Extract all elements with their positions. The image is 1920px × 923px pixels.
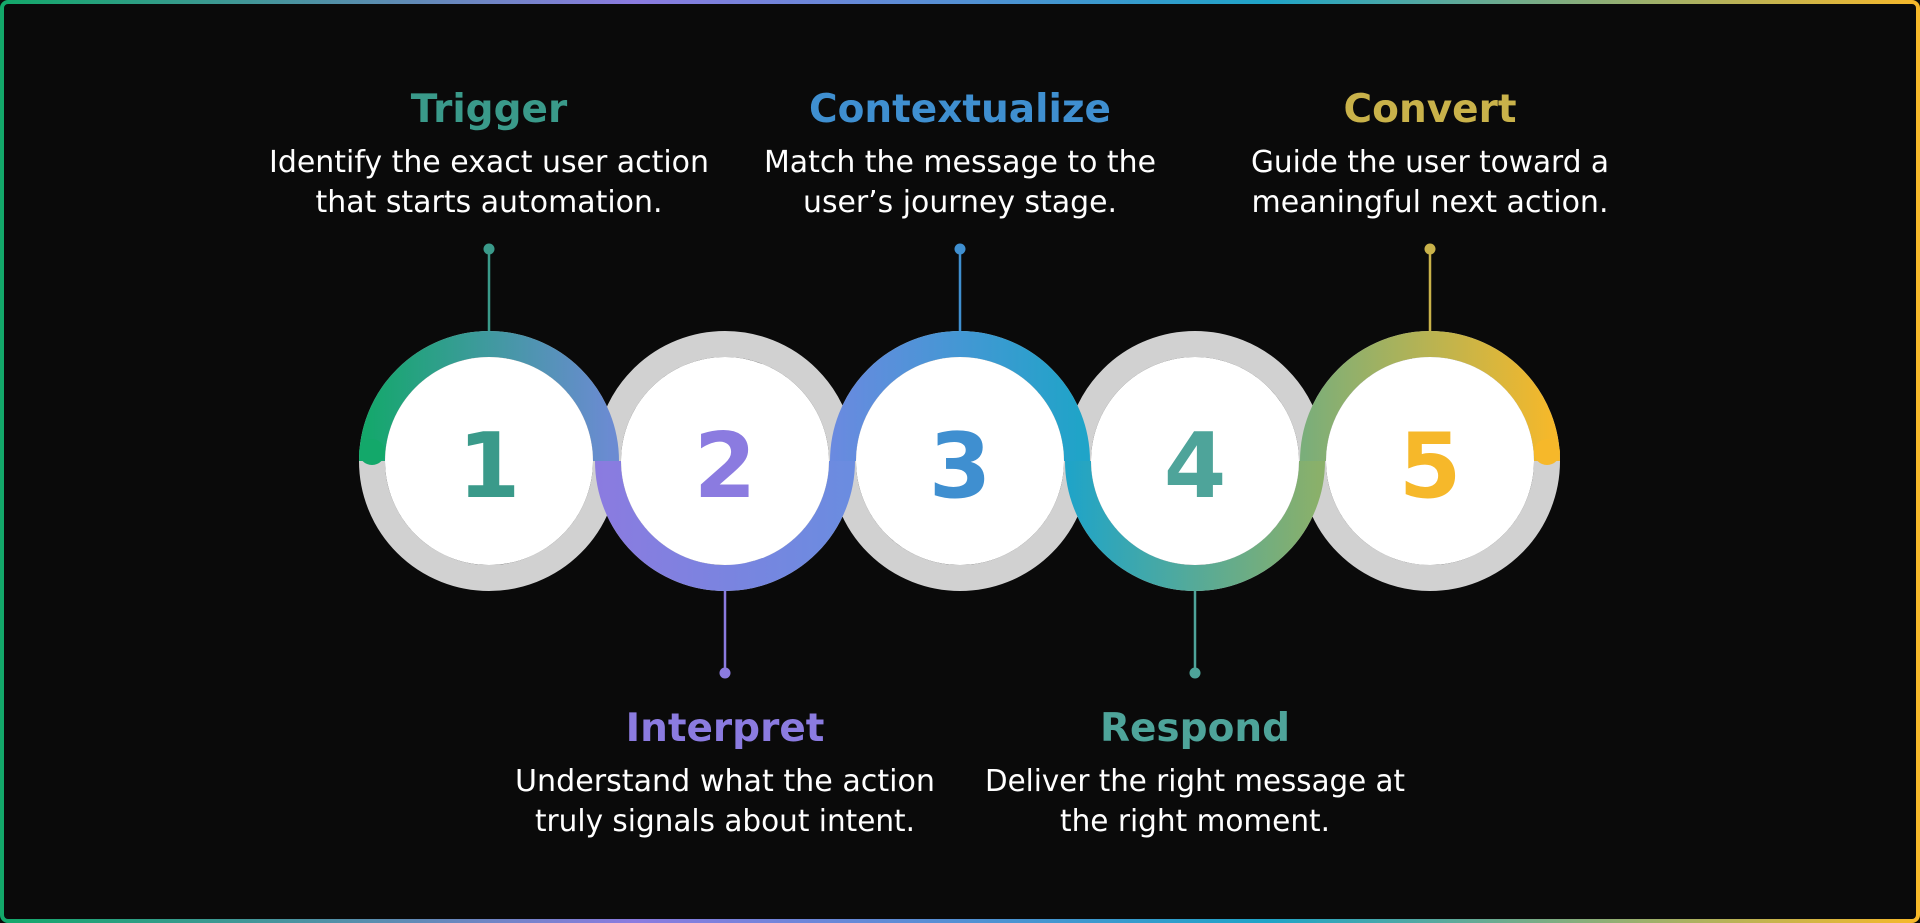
connector-dot-3 xyxy=(954,243,966,255)
connector-dot-5 xyxy=(1424,243,1436,255)
step-desc-5-line1: Guide the user toward a xyxy=(1251,145,1609,180)
connector-dot-1 xyxy=(483,243,495,255)
step-circle-1 xyxy=(385,357,593,565)
step-circle-2 xyxy=(621,357,829,565)
step-desc-3-line1: Match the message to the xyxy=(764,145,1156,180)
step-desc-2-line1: Understand what the action xyxy=(515,764,935,799)
wave-start-cap xyxy=(359,439,385,465)
step-label-4: Respond Deliver the right message at the… xyxy=(985,706,1405,839)
step-desc-1-line2: that starts automation. xyxy=(316,185,663,220)
progress-wave xyxy=(359,331,1560,591)
wave-arc-3 xyxy=(830,331,1090,462)
step-desc-4-line1: Deliver the right message at xyxy=(985,764,1405,799)
step-number-4: 4 xyxy=(1164,414,1227,519)
wave-arc-1 xyxy=(359,331,619,462)
connectors xyxy=(483,243,1436,679)
step-circle-5 xyxy=(1326,357,1534,565)
wave-arc-4 xyxy=(1065,460,1325,591)
step-label-5: Convert Guide the user toward a meaningf… xyxy=(1251,87,1609,220)
step-desc-1-line1: Identify the exact user action xyxy=(269,145,709,180)
step-number-1: 1 xyxy=(458,414,521,519)
step-label-2: Interpret Understand what the action tru… xyxy=(515,706,935,839)
wave-end-cap xyxy=(1534,439,1560,465)
step-title-3: Contextualize xyxy=(809,87,1111,132)
step-title-4: Respond xyxy=(1100,706,1290,751)
step-title-1: Trigger xyxy=(411,87,568,132)
inner-circles xyxy=(385,357,1534,565)
step-title-5: Convert xyxy=(1344,87,1517,132)
step-desc-4-line2: the right moment. xyxy=(1060,804,1330,839)
step-desc-3-line2: user’s journey stage. xyxy=(803,185,1117,220)
connector-dot-4 xyxy=(1189,667,1201,679)
step-desc-2-line2: truly signals about intent. xyxy=(535,804,915,839)
wave-arc-5 xyxy=(1300,331,1560,462)
step-title-2: Interpret xyxy=(626,706,825,751)
step-circle-3 xyxy=(856,357,1064,565)
wave-arc-2 xyxy=(595,460,855,591)
step-circle-4 xyxy=(1091,357,1299,565)
step-label-1: Trigger Identify the exact user action t… xyxy=(269,87,709,220)
step-number-3: 3 xyxy=(929,414,992,519)
step-number-2: 2 xyxy=(694,414,757,519)
step-desc-5-line2: meaningful next action. xyxy=(1252,185,1609,220)
connector-dot-2 xyxy=(719,667,731,679)
step-number-5: 5 xyxy=(1399,414,1462,519)
step-label-3: Contextualize Match the message to the u… xyxy=(764,87,1156,220)
